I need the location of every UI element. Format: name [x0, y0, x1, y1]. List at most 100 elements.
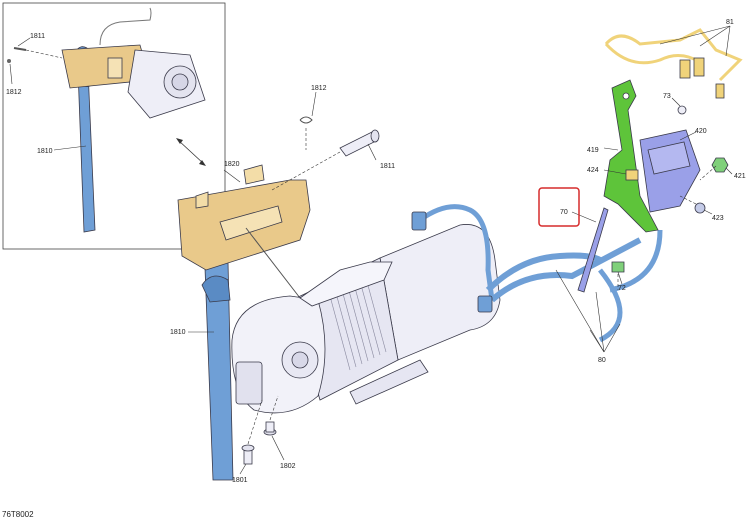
cable-80-c — [598, 268, 623, 343]
contactor-face — [647, 141, 691, 175]
winch-motor-can — [379, 224, 501, 361]
bolt-1801-head — [241, 444, 255, 452]
cable-80-b — [490, 237, 642, 303]
inset-cable — [99, 7, 152, 46]
leader-1810-inset — [53, 145, 87, 151]
leader-72 — [617, 271, 623, 285]
winch-frame-bottom — [349, 359, 429, 405]
harness-connector-b — [693, 57, 705, 77]
leader-80-a — [555, 269, 605, 353]
leader-1812-inset — [9, 63, 13, 85]
cable-motor-a — [418, 204, 495, 301]
label-1801: 1801 — [232, 477, 248, 484]
inset-cradle-slot — [107, 57, 123, 79]
nut-73 — [677, 105, 687, 115]
orientation-arrow — [176, 138, 206, 166]
label-421: 421 — [734, 173, 746, 180]
bolt-1801-path — [247, 399, 263, 445]
cradle-slot — [219, 205, 283, 241]
label-1811: 1811 — [380, 163, 395, 170]
pin-path — [271, 151, 341, 191]
bracket-hole — [622, 92, 630, 100]
nut-421 — [711, 157, 729, 173]
winch-body — [231, 224, 501, 414]
leader-424 — [603, 169, 627, 175]
pin-assembly — [188, 91, 380, 333]
label-70: 70 — [560, 209, 568, 216]
fasteners-bottom — [239, 395, 285, 475]
contactor-assembly — [571, 25, 743, 293]
inset-pin — [7, 59, 11, 63]
leader-419 — [603, 147, 619, 151]
clutch-lever — [235, 361, 263, 405]
leader-81-a — [699, 25, 731, 47]
cable-connector-b — [477, 295, 493, 313]
leader-421 — [725, 167, 733, 175]
pin-head — [370, 129, 380, 143]
leader-1802 — [271, 435, 285, 461]
leader-423 — [703, 209, 713, 215]
fitting-424 — [625, 169, 639, 181]
leader-1801 — [239, 463, 247, 475]
harness-connector-a — [679, 59, 691, 79]
nut-421-path — [699, 165, 717, 181]
label-1810: 1810 — [170, 329, 186, 336]
leader-81-c — [659, 25, 731, 45]
label-73: 73 — [663, 93, 671, 100]
callout-labels: 1812 1820 1811 1810 1801 1802 81 73 419 … — [170, 19, 746, 484]
leader-70 — [571, 211, 597, 223]
inset-drum-hub — [171, 73, 189, 91]
highlight-box-70 — [538, 187, 580, 227]
harness-81-branch — [604, 42, 701, 65]
inset-bolt-path — [25, 49, 63, 59]
harness-connector-c — [715, 83, 725, 99]
harness-81 — [604, 28, 743, 82]
leader-1811-inset — [17, 37, 31, 47]
washer-1802-path — [269, 395, 279, 421]
label-424: 424 — [587, 167, 599, 174]
label-1810-inset: 1810 — [37, 148, 53, 155]
label-423: 423 — [712, 215, 724, 222]
label-1802: 1802 — [280, 463, 296, 470]
label-72: 72 — [618, 285, 626, 292]
label-1820: 1820 — [224, 161, 240, 168]
strap-loop — [201, 275, 231, 303]
label-81: 81 — [726, 19, 734, 26]
label-1812: 1812 — [311, 85, 327, 92]
leader-1811 — [367, 143, 377, 161]
inset-panel: 1811 1812 1810 — [2, 2, 226, 250]
washer-423-path — [679, 195, 697, 205]
leader-1820 — [223, 169, 241, 183]
bolt-72 — [611, 261, 625, 273]
label-420: 420 — [695, 128, 707, 135]
label-1811-inset: 1811 — [30, 33, 45, 40]
cable-80-d — [609, 229, 663, 293]
contactor-420 — [639, 129, 701, 213]
cradle-post-left — [195, 191, 209, 209]
drum-ribs — [329, 277, 387, 371]
label-419: 419 — [587, 147, 599, 154]
leader-73 — [671, 97, 681, 107]
leader-81-b — [725, 25, 731, 57]
leader-80-c — [603, 323, 621, 353]
document-code: 76T8002 — [2, 510, 34, 519]
label-1812-inset: 1812 — [6, 89, 22, 96]
leader-80-b — [595, 291, 605, 353]
label-80: 80 — [598, 357, 606, 364]
cradle-assembly — [177, 164, 311, 299]
bracket-419 — [603, 79, 659, 233]
leader-1812 — [311, 91, 317, 117]
cradle-post-right — [243, 164, 265, 185]
cable-connector-a — [411, 211, 427, 231]
leader-80-d — [589, 329, 605, 353]
winch-frame-top — [299, 261, 393, 307]
washer-423 — [694, 202, 706, 214]
clip-1812 — [299, 116, 313, 124]
rod-70 — [577, 207, 609, 293]
strap-assembly — [201, 261, 234, 481]
gear-cover-hub — [291, 351, 309, 369]
nut-1802 — [265, 421, 275, 433]
leader-420 — [679, 131, 697, 141]
inset-bolt — [13, 47, 27, 51]
